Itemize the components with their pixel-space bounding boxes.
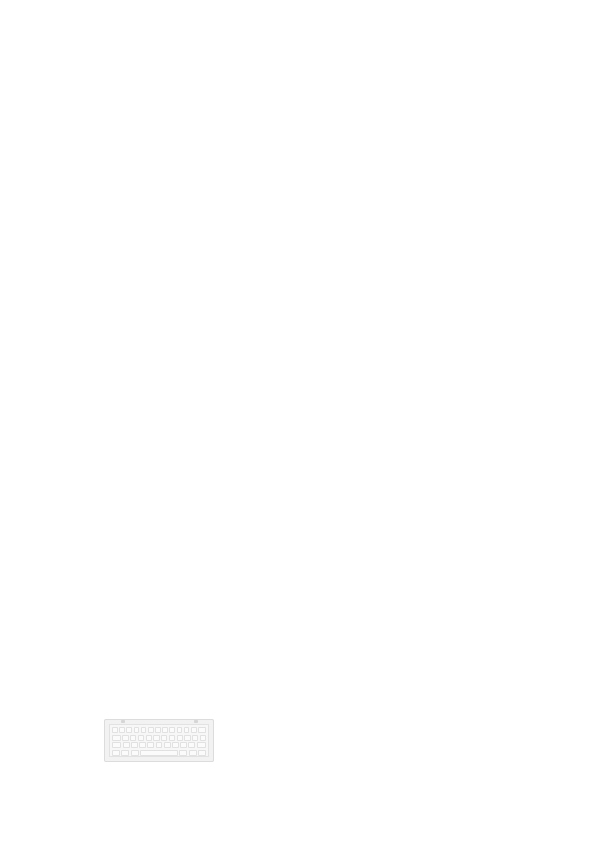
keyboard-row [112,727,206,733]
keyboard-hinge-left [121,720,125,723]
keyboard-deck [109,724,209,757]
keyboard-row [112,734,207,741]
keyboard-row [112,742,206,748]
keyboard-hinge-right [194,720,198,723]
keyboard-icon [104,719,214,762]
keyboard-row [112,749,207,756]
